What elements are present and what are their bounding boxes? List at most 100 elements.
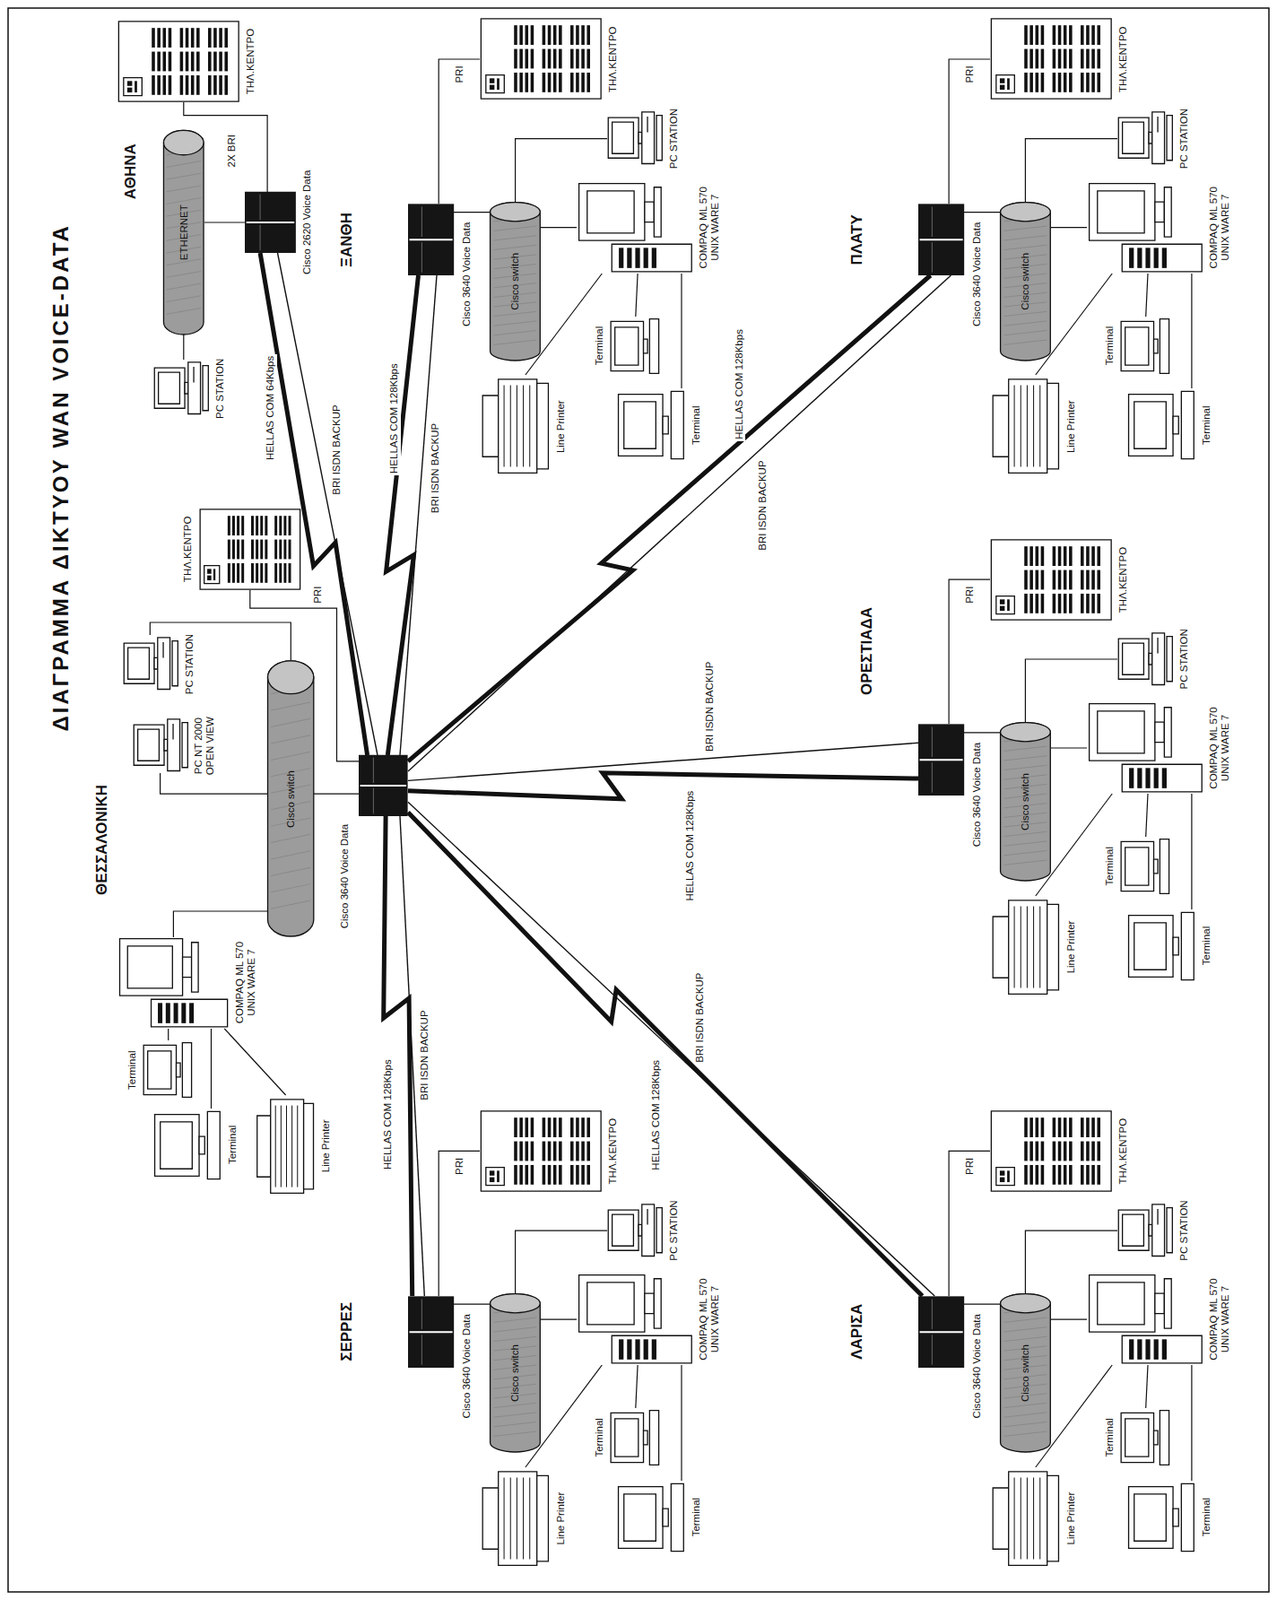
connector-line	[453, 211, 490, 213]
terminal-icon	[153, 1108, 223, 1182]
connector-line	[964, 1303, 1000, 1304]
terminal: Terminal	[153, 1108, 223, 1182]
connector-line	[182, 334, 184, 360]
node-label: Cisco switch	[509, 252, 522, 311]
terminal: Terminal	[616, 389, 687, 463]
line-printer: Line Printer	[254, 1094, 316, 1198]
node-label: Cisco switch	[1019, 1344, 1032, 1402]
connector-line	[635, 273, 638, 317]
server-computer-icon	[1086, 182, 1205, 274]
connector-line	[1146, 1364, 1148, 1408]
switch-cylinder: Cisco switch	[999, 722, 1052, 881]
node-label: Terminal	[593, 1417, 606, 1457]
connector-line	[1051, 226, 1087, 228]
router-box: Cisco 3640 Voice Data	[918, 724, 965, 797]
terminal: Terminal	[609, 1407, 661, 1468]
terminal-icon	[609, 316, 661, 376]
terminal-icon	[1127, 1480, 1197, 1555]
site-name: ΘΕΣΣΑΛΟΝΙΚΗ	[93, 784, 112, 895]
pc-station: PC STATION	[607, 110, 664, 167]
node-label: Line Printer	[1065, 399, 1078, 453]
router-box-icon	[358, 755, 409, 817]
server-computer: COMPAQ ML 570 UNIX WARE 7	[1086, 702, 1205, 794]
link-label: 2X BRI	[225, 132, 239, 169]
pbx-box: ΤΗΛ.ΚΕΝΤΡΟ	[199, 508, 302, 591]
pc-station-icon	[1117, 1201, 1174, 1259]
link-label: PRI	[312, 584, 325, 606]
pc-station-icon	[122, 635, 180, 693]
node-label: ΤΗΛ.ΚΕΝΤΡΟ	[607, 26, 619, 94]
terminal: Terminal	[1120, 1407, 1172, 1468]
router-box: Cisco 3640 Voice Data	[358, 755, 409, 817]
connector-line	[1190, 273, 1192, 389]
connector-line	[1051, 747, 1087, 748]
node-label: ΤΗΛ.ΚΕΝΤΡΟ	[182, 516, 194, 583]
node-label: Cisco 3640 Voice Data	[338, 824, 351, 929]
line-printer: Line Printer	[990, 895, 1062, 999]
line-printer-icon	[254, 1094, 316, 1198]
server-computer-icon	[576, 1273, 695, 1365]
connector-line	[635, 1364, 638, 1408]
node-label: Terminal	[1103, 326, 1116, 365]
terminal: Terminal	[616, 1480, 687, 1555]
terminal-icon	[1120, 316, 1172, 376]
isdn-backup-line	[408, 742, 919, 781]
switch-cylinder: Cisco switch	[489, 1294, 541, 1452]
connector-line	[160, 773, 268, 794]
node-label: Terminal	[226, 1125, 239, 1165]
connector-line	[313, 793, 359, 795]
node-label: Cisco 3640 Voice Data	[460, 222, 473, 327]
terminal-icon	[609, 1407, 661, 1468]
pc-station: PC STATION	[1117, 1201, 1174, 1259]
node-label: COMPAQ ML 570 UNIX WARE 7	[697, 1270, 722, 1368]
link-label: HELLAS COM 128Kbps	[382, 1057, 395, 1172]
connector-line	[149, 622, 291, 661]
node-label: Cisco 3640 Voice Data	[971, 1313, 983, 1418]
pbx-box-icon	[990, 1110, 1113, 1192]
node-label: Line Printer	[320, 1119, 332, 1173]
server-computer: COMPAQ ML 570 UNIX WARE 7	[1086, 1273, 1205, 1365]
switch-cylinder: Cisco switch	[267, 660, 314, 937]
node-label: Cisco switch	[1019, 773, 1032, 831]
isdn-backup-line	[399, 275, 437, 756]
node-label: ΤΗΛ.ΚΕΝΤΡΟ	[1117, 547, 1130, 614]
line-printer: Line Printer	[479, 1467, 552, 1570]
terminal-icon	[1127, 389, 1197, 463]
terminal: Terminal	[1127, 1480, 1197, 1555]
node-label: PC STATION	[1178, 1199, 1191, 1260]
pbx-box-icon	[199, 508, 302, 591]
server-computer-icon	[117, 936, 230, 1028]
terminal-icon	[1120, 836, 1172, 896]
pbx-box-icon	[479, 17, 603, 100]
link-label: PRI	[453, 63, 467, 85]
connector-line	[964, 731, 1000, 733]
switch-cylinder: Cisco switch	[999, 201, 1052, 360]
connector-line	[173, 911, 268, 938]
terminal: Terminal	[142, 1041, 194, 1101]
node-label: Line Printer	[1065, 1492, 1078, 1546]
node-label: Terminal	[593, 326, 606, 365]
node-label: Cisco switch	[285, 770, 297, 828]
connector-line	[680, 1364, 682, 1481]
line-printer: Line Printer	[479, 375, 552, 478]
connector-line	[948, 1150, 991, 1296]
link-label: BRI ISDN BACKUP	[756, 458, 770, 552]
site-name: ΛΑΡΙΣΑ	[848, 1303, 867, 1360]
pbx-box: ΤΗΛ.ΚΕΝΤΡΟ	[990, 17, 1113, 100]
node-label: ΤΗΛ.ΚΕΝΤΡΟ	[607, 1118, 619, 1185]
terminal-icon	[616, 1480, 687, 1555]
node-label: PC STATION	[1178, 108, 1191, 169]
pc-station: PC STATION	[1117, 110, 1174, 167]
terminal: Terminal	[1120, 316, 1172, 376]
node-label: Cisco 2620 Voice Data	[301, 170, 313, 275]
node-label: Cisco switch	[509, 1344, 522, 1402]
switch-cylinder: Cisco switch	[999, 1294, 1052, 1452]
node-label: COMPAQ ML 570 UNIX WARE 7	[1207, 699, 1232, 797]
server-computer-icon	[1086, 702, 1205, 794]
pbx-box: ΤΗΛ.ΚΕΝΤΡΟ	[117, 20, 241, 103]
connector-line	[1146, 793, 1148, 837]
pbx-box-icon	[479, 1110, 603, 1192]
node-label: ΤΗΛ.ΚΕΝΤΡΟ	[1117, 1118, 1130, 1185]
server-computer: COMPAQ ML 570 UNIX WARE 7	[117, 936, 230, 1028]
line-printer-icon	[990, 1467, 1062, 1570]
